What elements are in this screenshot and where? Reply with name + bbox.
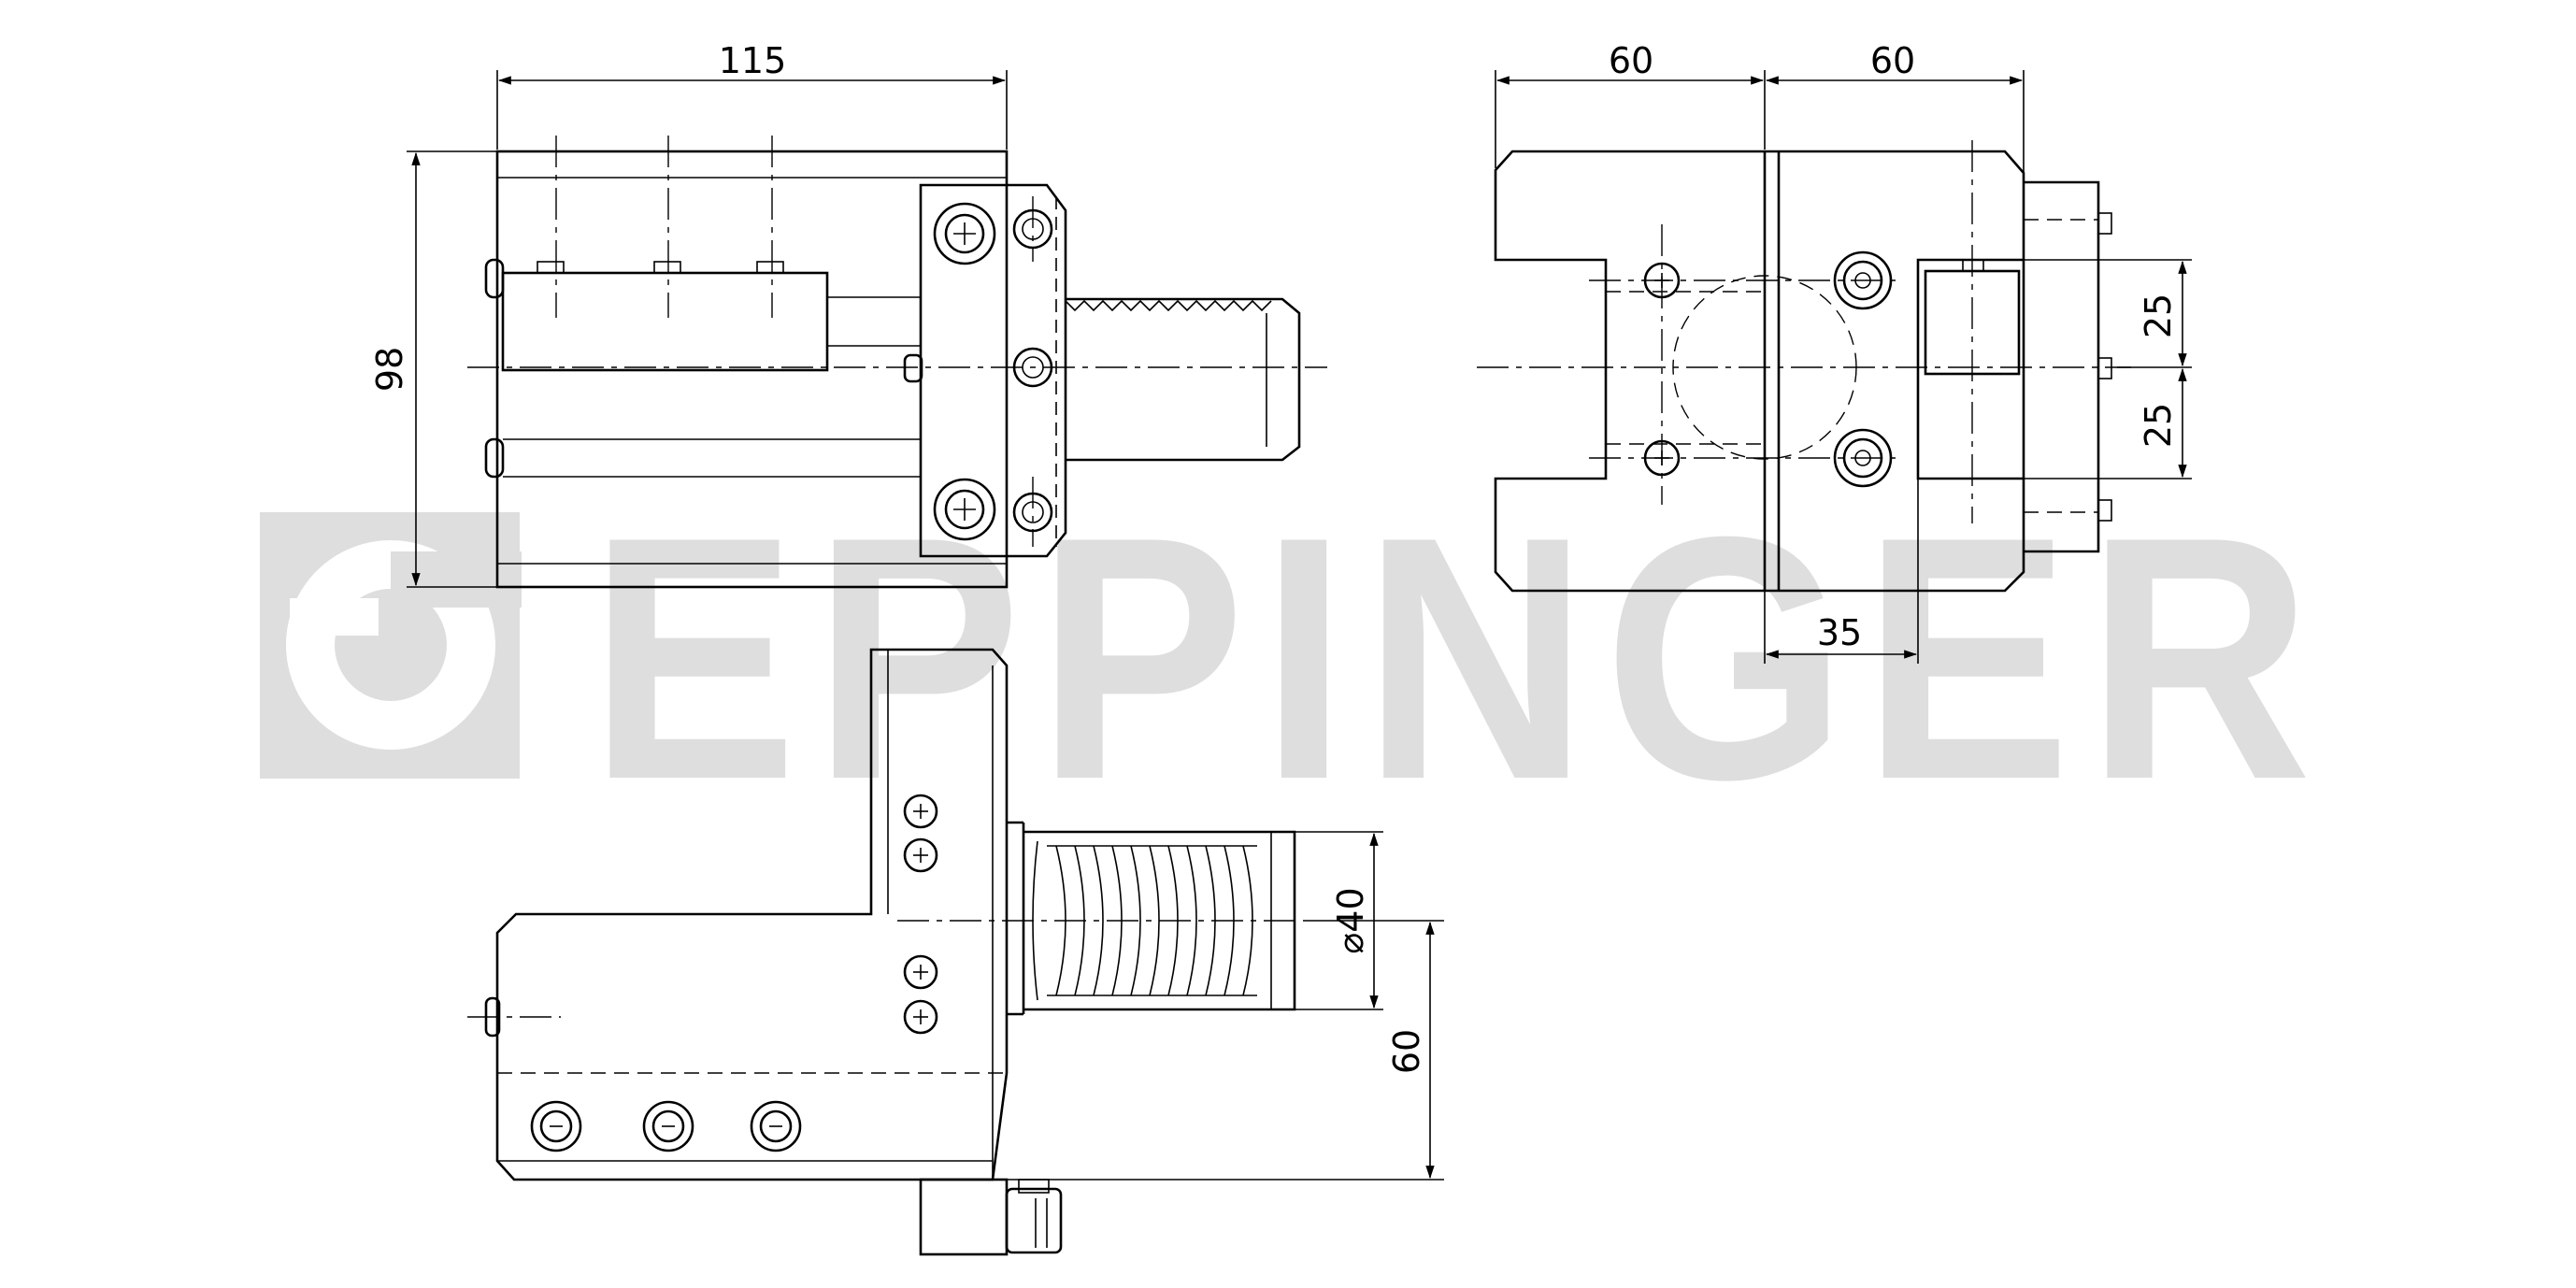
dim-side-right: 60 xyxy=(1870,40,1915,81)
top-view: ⌀40 60 xyxy=(467,648,1444,1256)
side-view: 60 60 25 25 35 xyxy=(1477,40,2192,664)
dim-front-width: 115 xyxy=(719,40,787,81)
watermark: EPPINGER xyxy=(260,465,2327,852)
front-view: 115 98 xyxy=(369,40,1327,589)
top-holes xyxy=(903,794,938,1035)
watermark-text: EPPINGER xyxy=(589,465,2327,852)
dim-front-height: 98 xyxy=(369,347,410,392)
dim-center-height: 60 xyxy=(1386,1029,1427,1074)
top-bottom-block xyxy=(919,1178,1009,1256)
dim-side-upper: 25 xyxy=(2138,293,2179,338)
dim-side-left: 60 xyxy=(1609,40,1653,81)
front-body xyxy=(495,150,1009,589)
watermark-logo-icon xyxy=(260,512,522,779)
top-screws xyxy=(530,1100,802,1152)
top-body xyxy=(495,648,1009,1181)
front-shank xyxy=(1066,297,1301,462)
front-flange xyxy=(919,183,1067,558)
dim-side-bottom: 35 xyxy=(1817,612,1862,653)
side-holes xyxy=(1643,250,1893,488)
front-clamp-bar xyxy=(501,271,829,372)
dim-side-lower: 25 xyxy=(2138,403,2179,448)
